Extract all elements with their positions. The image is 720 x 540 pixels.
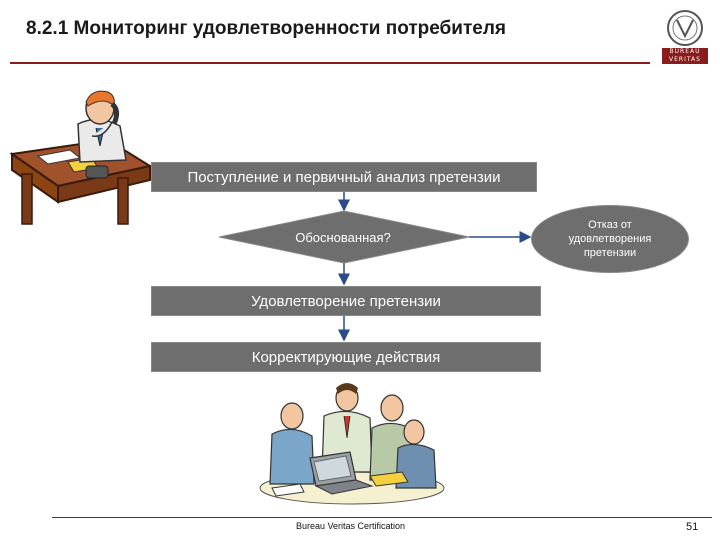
title-divider — [10, 62, 650, 64]
flow-decision-label: Обоснованная? — [295, 230, 391, 245]
flow-step-corrective-actions: Корректирующие действия — [151, 342, 541, 372]
team-meeting-illustration — [259, 383, 445, 505]
flow-step-receive-claim-label: Поступление и первичный анализ претензии — [187, 168, 501, 186]
logo-text-top: BUREAU — [662, 48, 708, 56]
flow-reject-ellipse: Отказ от удовлетворения претензии — [531, 205, 689, 273]
logo-text-bottom: VERITAS — [662, 56, 708, 64]
flow-step-satisfy-claim: Удовлетворение претензии — [151, 286, 541, 316]
footer-divider — [52, 517, 712, 518]
reject-text-line1: Отказ от — [588, 219, 632, 231]
footer-company: Bureau Veritas Certification — [296, 521, 406, 531]
page-title: 8.2.1 Мониторинг удовлетворенности потре… — [26, 18, 507, 39]
reject-text-line3: претензии — [583, 247, 637, 259]
reject-text-line2: удовлетворения — [568, 233, 652, 245]
flow-step-corrective-actions-label: Корректирующие действия — [251, 348, 441, 366]
flow-step-satisfy-claim-label: Удовлетворение претензии — [251, 292, 441, 310]
page-number: 51 — [686, 521, 699, 533]
flow-decision-diamond — [218, 210, 470, 264]
flow-step-receive-claim: Поступление и первичный анализ претензии — [151, 162, 537, 192]
phone-operator-illustration — [9, 90, 153, 225]
